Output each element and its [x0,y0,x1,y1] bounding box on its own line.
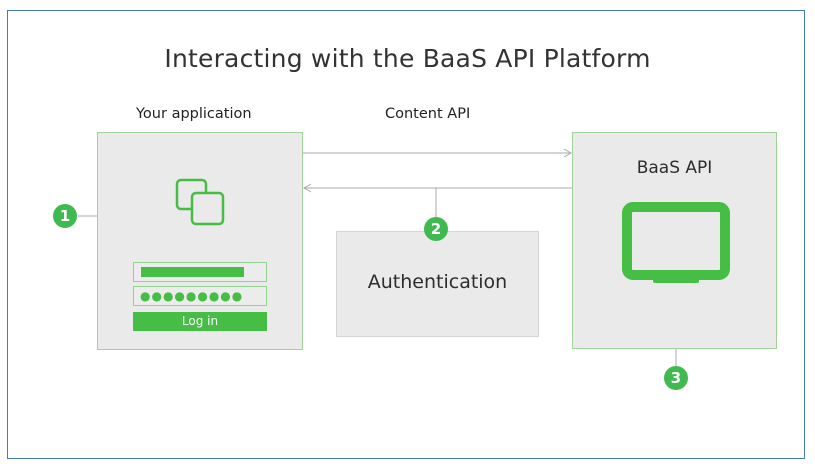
your-application-label: Your application [136,106,252,122]
arrow-left-icon [302,183,312,193]
baas-api-box: BaaS API [572,132,777,349]
username-value-bar [141,267,244,277]
badge-3: 3 [664,366,688,390]
monitor-icon [622,202,730,283]
login-button[interactable]: Log in [133,312,267,331]
badge-2: 2 [424,217,448,241]
arrow-right-icon [563,148,573,158]
stacked-windows-icon [175,178,225,226]
password-mask: ●●●●●●●●● [140,289,244,303]
password-field[interactable]: ●●●●●●●●● [133,286,267,306]
badge-1: 1 [53,204,77,228]
username-field[interactable] [133,262,267,282]
authentication-label: Authentication [367,271,508,293]
baas-api-label: BaaS API [636,158,713,178]
diagram-title: Interacting with the BaaS API Platform [164,44,651,73]
content-api-label: Content API [385,106,471,122]
authentication-box: Authentication [336,231,539,337]
